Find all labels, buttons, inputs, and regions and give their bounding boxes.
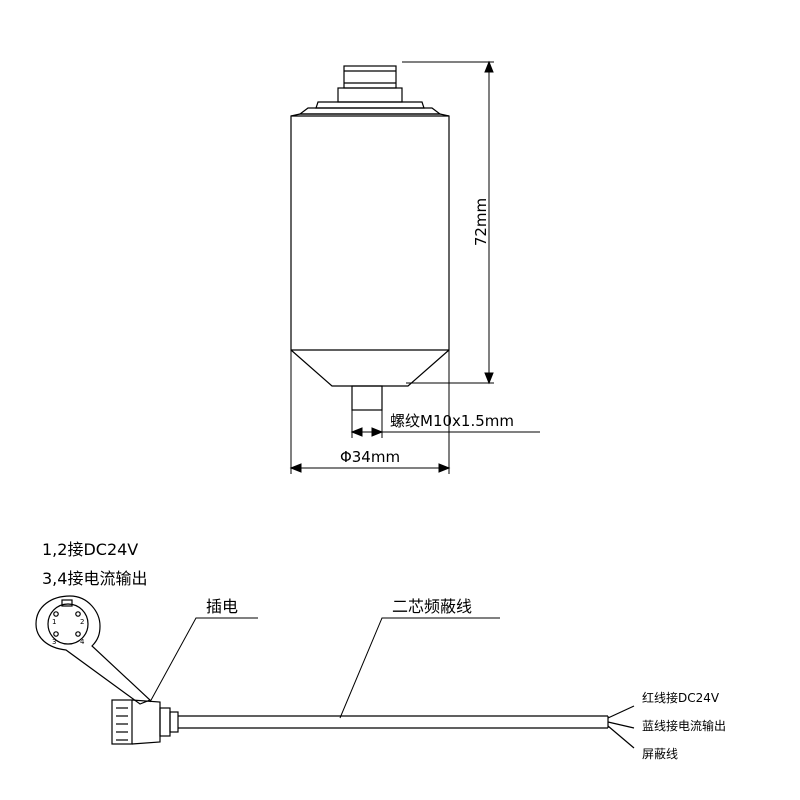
wire-ends bbox=[607, 705, 635, 749]
sensor-thread bbox=[351, 385, 383, 411]
diameter-label: Φ34mm bbox=[340, 448, 400, 466]
connector-face bbox=[35, 595, 152, 705]
thread-label: 螺纹M10x1.5mm bbox=[390, 412, 514, 430]
diameter-dimension bbox=[289, 350, 451, 474]
shield-wire-label: 屏蔽线 bbox=[642, 747, 678, 761]
red-wire bbox=[607, 705, 635, 719]
pin-label-3: 3 bbox=[52, 638, 56, 646]
plug-leader bbox=[149, 617, 258, 703]
blue-wire-label: 蓝线接电流输出 bbox=[642, 718, 726, 733]
pin-label-2: 2 bbox=[80, 618, 84, 626]
pins-note-1: 1,2接DC24V bbox=[42, 540, 138, 559]
plug bbox=[111, 699, 206, 745]
sensor-body bbox=[290, 113, 450, 351]
callout-bubble bbox=[35, 595, 152, 705]
plug-label: 插电 bbox=[206, 597, 238, 616]
sensor-outline bbox=[290, 65, 450, 411]
sensor-cone bbox=[290, 349, 450, 387]
height-label: 72mm bbox=[472, 198, 490, 246]
sensor-cap bbox=[343, 65, 397, 89]
cable-leader bbox=[339, 617, 500, 719]
pin-label-4: 4 bbox=[80, 638, 85, 646]
height-dimension bbox=[402, 60, 494, 385]
sensor-shoulder bbox=[315, 101, 425, 109]
pin-label-1: 1 bbox=[52, 618, 56, 626]
thread-dimension bbox=[350, 410, 540, 438]
red-wire-label: 红线接DC24V bbox=[642, 690, 720, 705]
blue-wire bbox=[607, 721, 635, 729]
cable-label: 二芯频蔽线 bbox=[392, 597, 472, 616]
cable bbox=[206, 715, 609, 729]
sensor-neck bbox=[337, 87, 403, 103]
shield-wire bbox=[607, 725, 635, 749]
pins-note-2: 3,4接电流输出 bbox=[42, 569, 147, 588]
